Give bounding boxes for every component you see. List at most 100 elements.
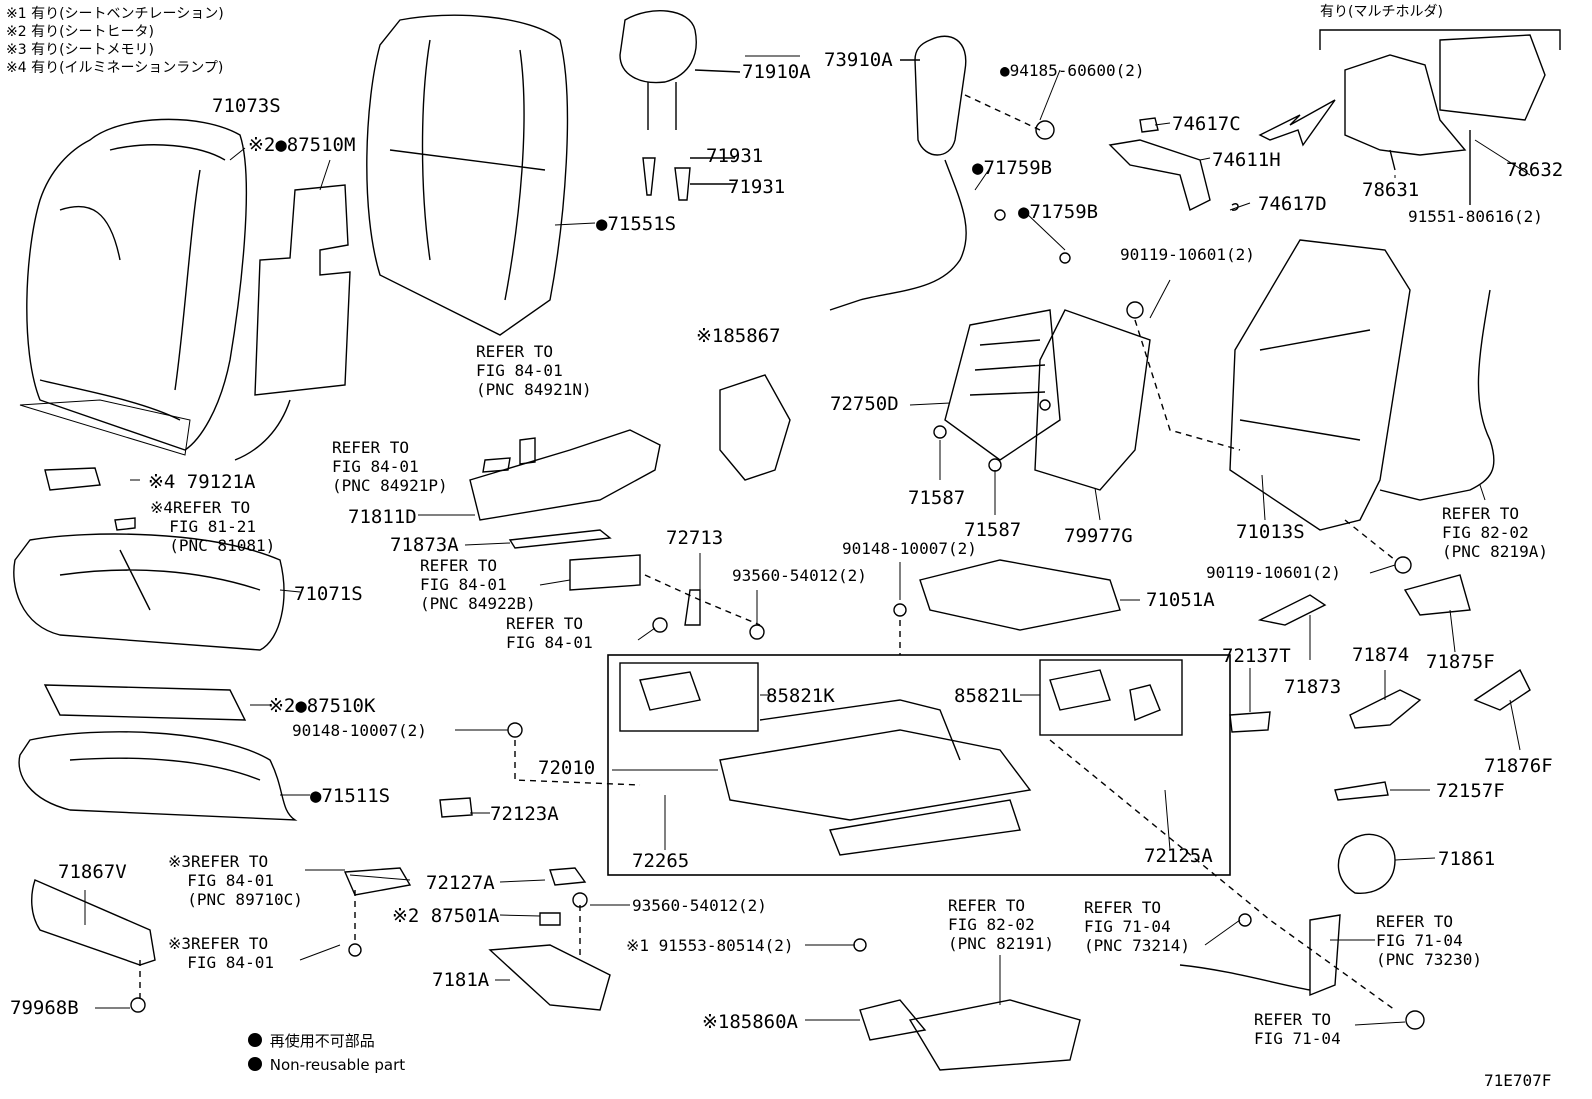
part-71867V: 71867V <box>58 861 127 883</box>
part-85860A: ※185860A <box>702 1011 798 1033</box>
seat-back-pad-illustration <box>366 14 569 336</box>
headrest-guides-illustration <box>642 157 735 201</box>
part-72750D: 72750D <box>830 393 899 415</box>
legend-ja-text: 再使用不可部品 <box>269 1032 375 1050</box>
part-91553-80514: ※1 91553-80514(2) <box>626 936 794 955</box>
legend-en: Non-reusable part <box>248 1056 405 1074</box>
top-right-note: 有り(マルチホルダ) <box>1320 4 1443 20</box>
part-71073S: 71073S <box>212 95 281 117</box>
part-71759B-2: ●71759B <box>1018 201 1099 223</box>
leader-dashed-lines <box>139 94 1396 1011</box>
note-4: ※4 有り(イルミネーションランプ) <box>6 60 224 76</box>
lumbar-support-illustration <box>944 309 1061 461</box>
legend-ja: 再使用不可部品 <box>248 1032 375 1050</box>
part-91551-80616: 91551-80616(2) <box>1408 207 1543 226</box>
part-90119-10601-a: 90119-10601(2) <box>1120 245 1255 264</box>
misc-parts-illustration <box>44 399 1531 1071</box>
refer-73230: REFER TO FIG 71-04 (PNC 73230) <box>1376 912 1482 969</box>
part-87510K: ※2●87510K <box>268 695 376 717</box>
part-90119-10601-b: 90119-10601(2) <box>1206 563 1341 582</box>
part-71511S: ●71511S <box>310 785 391 807</box>
part-90148-10007-b: 90148-10007(2) <box>292 721 427 740</box>
note-1: ※1 有り(シートベンチレーション) <box>6 6 224 22</box>
part-74611H: 74611H <box>1212 149 1281 171</box>
part-78631: 78631 <box>1362 179 1420 201</box>
refer-89710C: ※3REFER TO FIG 84-01 (PNC 89710C) <box>168 852 303 909</box>
part-71013S: 71013S <box>1236 521 1305 543</box>
motor-k-box <box>619 662 759 732</box>
part-74617C: 74617C <box>1172 113 1241 135</box>
part-85821L: 85821L <box>954 685 1023 707</box>
part-73910A: 73910A <box>824 49 893 71</box>
legend-dot-icon <box>248 1033 262 1047</box>
legend-dot-icon <box>248 1057 262 1071</box>
back-board-illustration <box>1034 309 1151 491</box>
part-72137T: 72137T <box>1222 645 1291 667</box>
part-87501A: ※2 87501A <box>392 905 500 927</box>
refer-84921N: REFER TO FIG 84-01 (PNC 84921N) <box>476 342 592 399</box>
part-93560-54012-a: 93560-54012(2) <box>732 566 867 585</box>
part-7181A: 7181A <box>432 969 490 991</box>
direction-arrow <box>1258 99 1336 147</box>
part-85867: ※185867 <box>696 325 781 347</box>
seat-back-frame-illustration <box>1229 239 1495 531</box>
motor-l-box <box>1039 659 1183 736</box>
part-71876F: 71876F <box>1484 755 1553 777</box>
part-72713: 72713 <box>666 527 724 549</box>
part-71873A: 71873A <box>390 534 459 556</box>
part-72010: 72010 <box>538 757 596 779</box>
refer-82191: REFER TO FIG 82-02 (PNC 82191) <box>948 896 1054 953</box>
legend-en-text: Non-reusable part <box>269 1056 406 1074</box>
illustration-code: 71E707F <box>1484 1071 1552 1090</box>
fasteners-illustration <box>994 117 1425 1030</box>
part-72127A: 72127A <box>426 872 495 894</box>
blower-illustration <box>719 374 791 481</box>
assist-grip-illustration <box>1108 139 1211 212</box>
part-93560-54012-b: 93560-54012(2) <box>632 896 767 915</box>
refer-81081: ※4REFER TO FIG 81-21 (PNC 81081) <box>150 498 276 555</box>
part-71587-a: 71587 <box>908 487 966 509</box>
part-71931-b: 71931 <box>728 176 786 198</box>
part-71873: 71873 <box>1284 676 1342 698</box>
part-71759B-1: ●71759B <box>972 157 1053 179</box>
seat-back-cover-illustration <box>19 118 248 456</box>
side-shield-illustration <box>469 429 661 549</box>
part-71861: 71861 <box>1438 848 1496 870</box>
refer-71-04: REFER TO FIG 71-04 <box>1254 1010 1341 1048</box>
part-72265: 72265 <box>632 850 690 872</box>
leader-lines <box>84 55 1531 1026</box>
refer-84-01-b: ※3REFER TO FIG 84-01 <box>168 934 274 972</box>
note-2: ※2 有り(シートヒータ) <box>6 24 155 40</box>
part-71051A: 71051A <box>1146 589 1215 611</box>
part-87510M: ※2●87510M <box>248 134 356 156</box>
part-74617D: 74617D <box>1258 193 1327 215</box>
part-71811D: 71811D <box>348 506 417 528</box>
cushion-cover-illustration <box>13 533 285 651</box>
cushion-pad-illustration <box>18 731 298 821</box>
refer-84922B: REFER TO FIG 84-01 (PNC 84922B) <box>420 556 536 613</box>
seat-adjuster-box <box>607 654 1231 876</box>
part-71551S: ●71551S <box>596 213 677 235</box>
part-71875F: 71875F <box>1426 651 1495 673</box>
part-79977G: 79977G <box>1064 525 1133 547</box>
part-71587-b: 71587 <box>964 519 1022 541</box>
part-71910A: 71910A <box>742 61 811 83</box>
multi-holder-illustration <box>1319 29 1561 205</box>
cushion-shield-illustration <box>31 879 156 966</box>
part-79121A: ※4 79121A <box>148 471 256 493</box>
part-85821K: 85821K <box>766 685 835 707</box>
part-94185-60600: ●94185-60600(2) <box>1000 61 1145 80</box>
part-71071S: 71071S <box>294 583 363 605</box>
heater-pad-cushion-illustration <box>43 684 247 721</box>
heater-pad-back-illustration <box>234 184 351 461</box>
part-79968B: 79968B <box>10 997 79 1019</box>
part-72123A: 72123A <box>490 803 559 825</box>
headrest-illustration <box>619 10 741 130</box>
side-airbag-illustration <box>829 35 967 311</box>
part-78632: 78632 <box>1506 159 1564 181</box>
refer-73214: REFER TO FIG 71-04 (PNC 73214) <box>1084 898 1190 955</box>
refer-84921P: REFER TO FIG 84-01 (PNC 84921P) <box>332 438 448 495</box>
part-72125A: 72125A <box>1144 845 1213 867</box>
